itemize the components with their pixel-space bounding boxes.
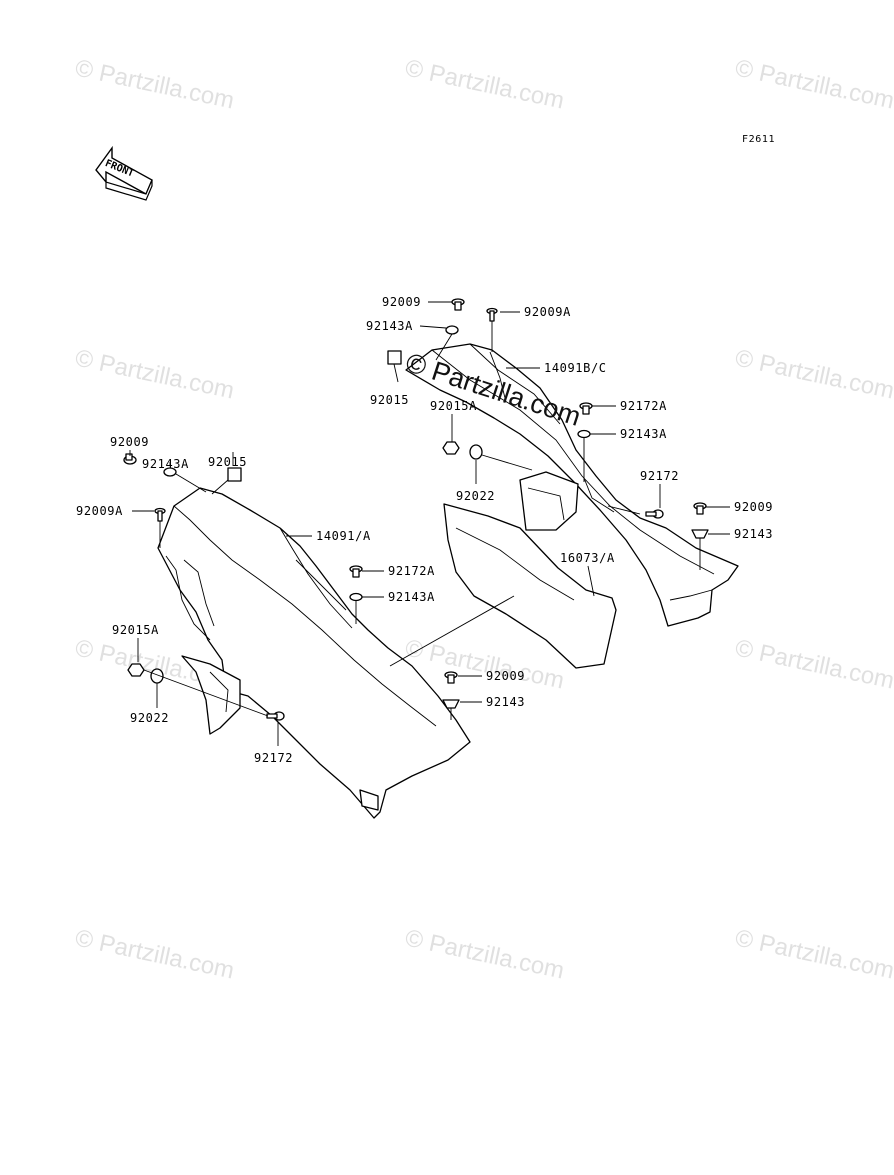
part-label: 92009: [382, 295, 421, 309]
part-label: 92009: [486, 669, 525, 683]
grommet-icon: [442, 699, 460, 709]
part-label: 92015: [208, 455, 247, 469]
part-label: 92172A: [620, 399, 667, 413]
part-label: 92143A: [620, 427, 667, 441]
washer-icon: [577, 429, 591, 439]
bolt-icon: [451, 298, 465, 311]
part-label: 92143A: [388, 590, 435, 604]
bolt-icon: [349, 565, 363, 578]
watermark: © Partzilla.com: [403, 54, 567, 114]
grommet-icon: [691, 529, 709, 539]
part-label: 92022: [130, 711, 169, 725]
part-label: 92172: [640, 469, 679, 483]
figure-code: F2611: [742, 134, 775, 145]
part-label: 16073/A: [560, 551, 615, 565]
part-label: 92015A: [430, 399, 477, 413]
watermark: © Partzilla.com: [733, 54, 894, 114]
part-label: 92143A: [142, 457, 189, 471]
part-label: 92009: [734, 500, 773, 514]
part-label: 92172A: [388, 564, 435, 578]
inner-panel: [443, 503, 617, 669]
part-label: 92009A: [76, 504, 123, 518]
clip-icon: [387, 350, 402, 365]
washer-icon: [469, 444, 483, 460]
part-labels: 92009 92009A 92143A 14091B/C 92015 92015…: [76, 295, 773, 765]
watermark: © Partzilla.com: [73, 924, 237, 984]
part-label: 92009: [110, 435, 149, 449]
screw-icon: [154, 507, 166, 522]
fasteners: [123, 298, 709, 721]
front-arrow-icon: FRONT: [95, 145, 153, 201]
washer-icon: [445, 325, 459, 335]
leader-lines: [129, 301, 730, 746]
part-label: 92143: [734, 527, 773, 541]
side-cover-right: [405, 343, 739, 627]
watermark: © Partzilla.com: [733, 924, 894, 984]
part-label: 92015A: [112, 623, 159, 637]
bolt-icon: [645, 509, 664, 519]
watermark: © Partzilla.com: [733, 344, 894, 404]
part-label: 92022: [456, 489, 495, 503]
screw-icon: [486, 307, 498, 322]
part-label: 92143: [486, 695, 525, 709]
watermark: © Partzilla.com: [73, 344, 237, 404]
part-label: 14091B/C: [544, 361, 607, 375]
part-label: 92015: [370, 393, 409, 407]
watermark: © Partzilla.com: [73, 54, 237, 114]
washer-icon: [349, 592, 363, 602]
part-label: 14091/A: [316, 529, 371, 543]
watermark: © Partzilla.com: [403, 924, 567, 984]
clip-icon: [227, 467, 242, 482]
watermark: © Partzilla.com: [733, 634, 894, 694]
part-label: 92143A: [366, 319, 413, 333]
part-label: 92172: [254, 751, 293, 765]
nut-icon: [127, 663, 145, 677]
washer-icon: [163, 467, 177, 477]
nut-icon: [442, 441, 460, 455]
bolt-icon: [444, 671, 458, 684]
part-label: 92009A: [524, 305, 571, 319]
bolt-icon: [693, 502, 707, 515]
